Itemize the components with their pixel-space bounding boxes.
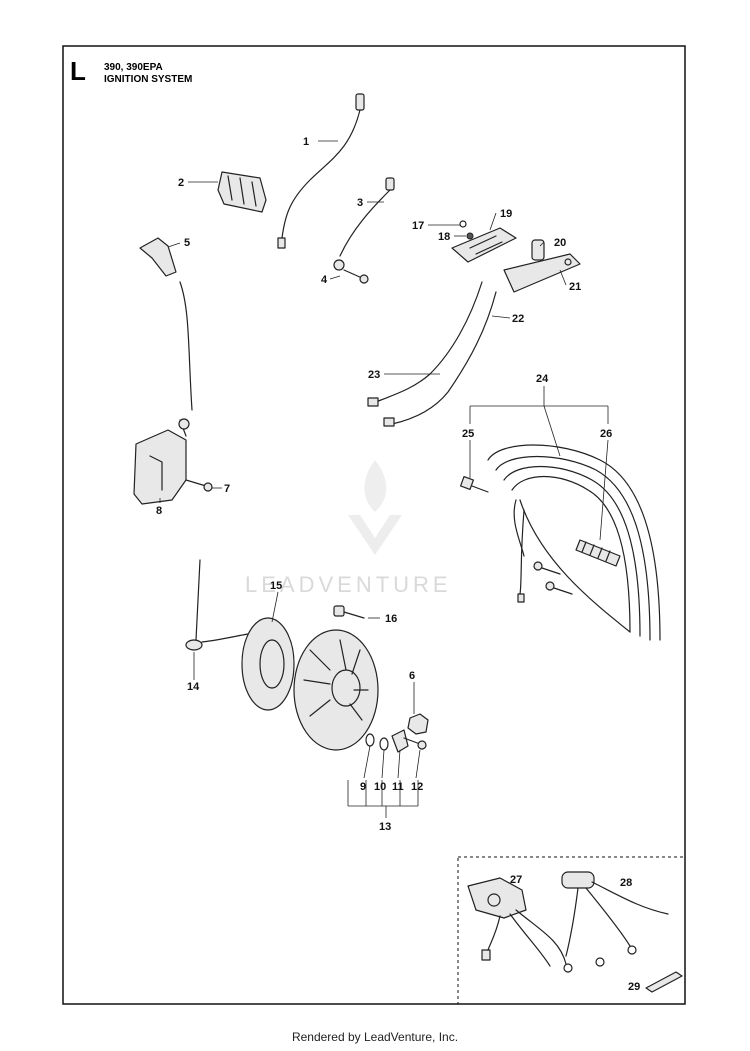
callout-27: 27 [510,874,522,886]
callout-8: 8 [156,505,162,517]
part-2-switch [217,171,267,213]
callout-5: 5 [184,237,190,249]
callout-18: 18 [438,231,450,243]
callout-10: 10 [374,781,386,793]
part-11-pawl [391,729,409,753]
callout-13: 13 [379,821,391,833]
part-7-screw [185,479,213,492]
handle-wires [513,499,525,603]
part-4-screw [333,259,369,284]
watermark-logo [348,460,402,555]
part-10-washer [379,737,389,751]
section-letter: L [70,56,86,86]
part-6-nut [407,713,429,735]
callout-14: 14 [187,681,200,693]
part-26-spring [575,539,621,567]
part-12-screw [403,737,427,750]
part-25-screw [459,475,489,493]
part-29-clip [645,971,683,993]
part-14-grommet [185,559,249,651]
callout-21: 21 [569,281,581,293]
watermark-text: LEADVENTURE [245,572,452,597]
callout-17: 17 [412,220,424,232]
callout-16: 16 [385,613,397,625]
handle-screws [533,561,573,595]
callout-25: 25 [462,428,474,440]
model-line: 390, 390EPA [104,62,163,73]
part-16-screw [333,605,365,619]
part-3-wire [339,177,395,257]
callout-26: 26 [600,428,612,440]
part-20-pin [531,239,545,261]
callout-9: 9 [360,781,366,793]
callout-20: 20 [554,237,566,249]
part-23-wire [367,281,483,407]
callout-6: 6 [409,670,415,682]
part-8-ignition-module [133,418,190,505]
callout-28: 28 [620,877,632,889]
callout-15: 15 [270,580,282,592]
part-21-plate [503,253,581,293]
callout-12: 12 [411,781,423,793]
part-1-wire [277,93,365,249]
part-27-sensor [467,877,573,973]
part-19-bracket [451,227,517,263]
callout-22: 22 [512,313,524,325]
part-18-screw [466,232,474,240]
part-5-spark-boot [139,237,193,411]
callout-19: 19 [500,208,512,220]
diagram-frame [62,45,686,1005]
callout-11: 11 [392,781,404,793]
part-28-sensor [561,871,669,967]
callout-29: 29 [628,981,640,993]
part-22-wire [383,291,497,427]
part-24-handle [487,444,661,641]
callout-7: 7 [224,483,230,495]
part-15-stator [241,617,295,711]
callout-4: 4 [321,274,328,286]
callout-3: 3 [357,197,363,209]
callout-2: 2 [178,177,184,189]
flywheel [293,629,379,751]
footer-credit: Rendered by LeadVenture, Inc. [291,1030,459,1044]
callout-24: 24 [536,373,549,385]
inset-box [457,856,686,1005]
callout-labels: 1 2 3 4 5 6 7 8 9 10 11 12 13 14 15 16 1… [156,136,640,993]
callout-23: 23 [368,369,380,381]
title-line: IGNITION SYSTEM [104,74,192,85]
leader-lines [159,140,609,818]
part-17-washer [459,220,467,228]
part-9-washer [365,733,375,747]
callout-1: 1 [303,136,309,148]
